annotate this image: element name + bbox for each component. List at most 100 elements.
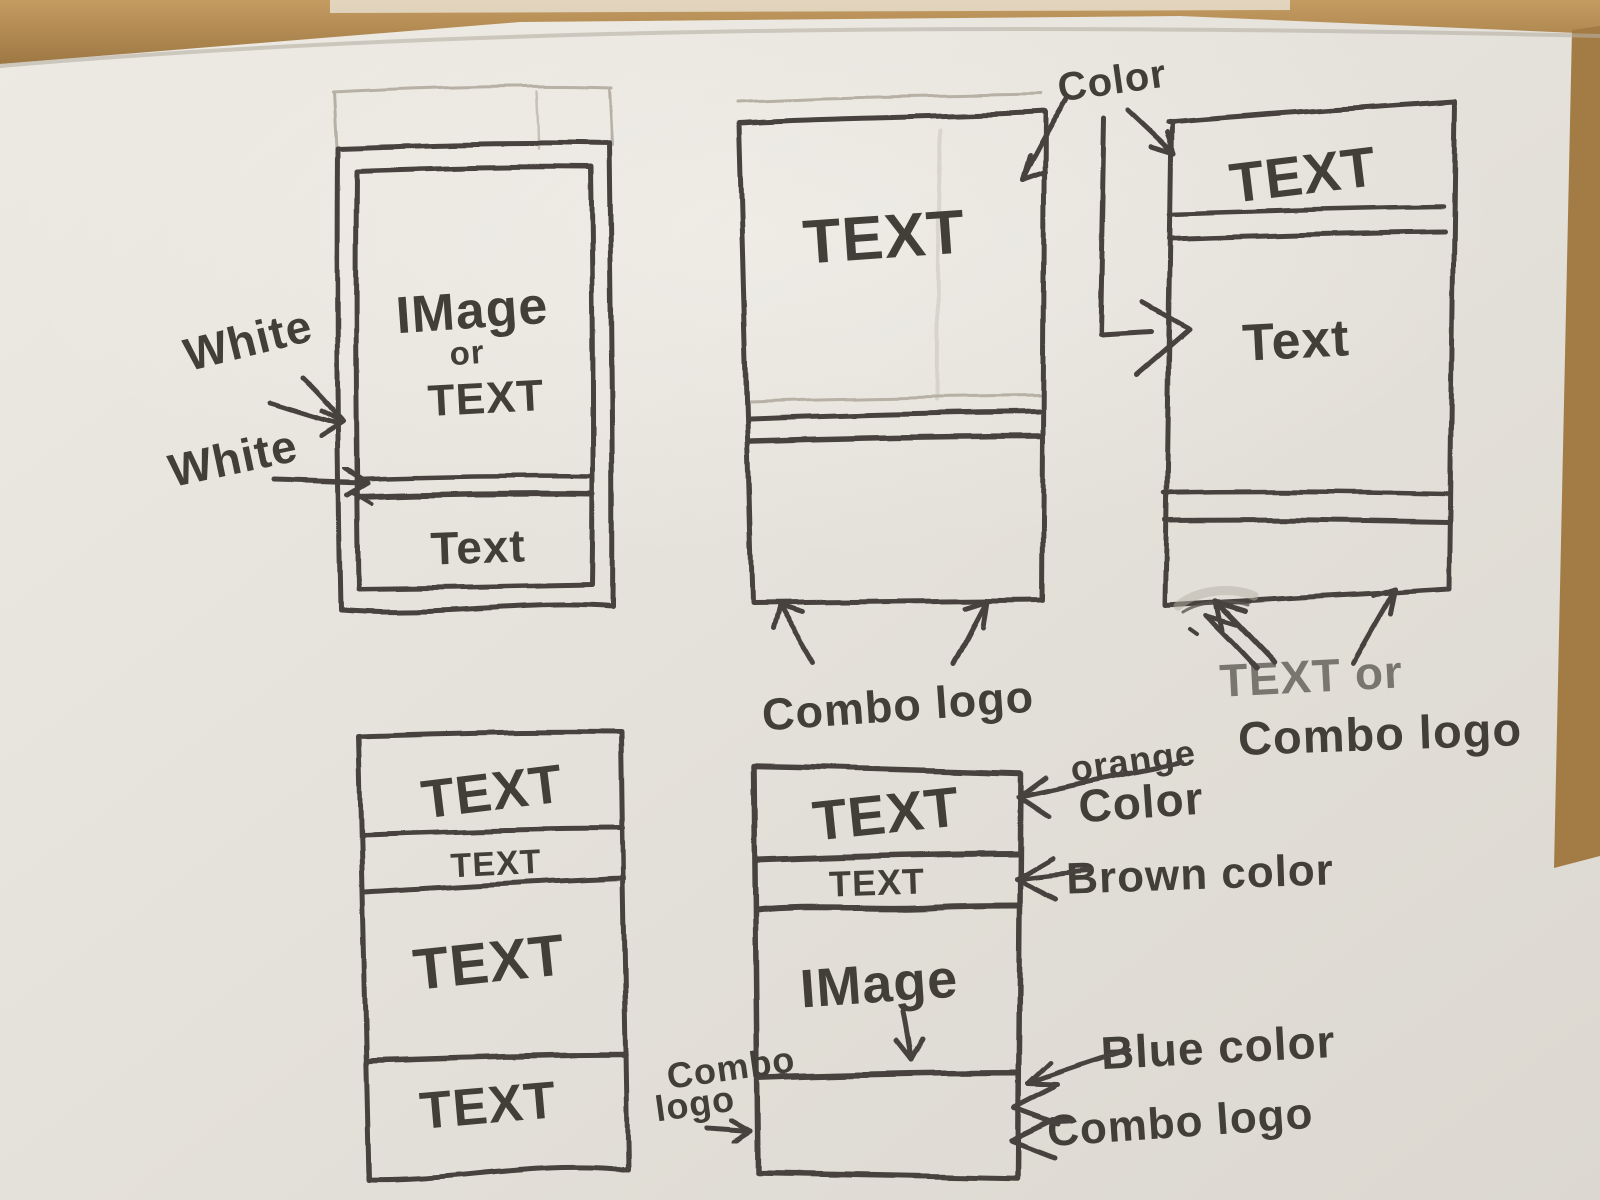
bottom-middle-body-label: IMage bbox=[798, 949, 960, 1020]
color-bracket-chevron bbox=[1134, 300, 1192, 377]
white-lower-arrowhead-a bbox=[343, 466, 371, 486]
bottom-middle-band-line-1 bbox=[753, 851, 1023, 863]
combo-bl-arrowhead-a bbox=[728, 1117, 753, 1134]
combo-tr-left-arrowhead-c bbox=[1203, 613, 1239, 628]
faint-line-top-left-v2 bbox=[607, 85, 614, 148]
annotation-blue-color: Blue color bbox=[1025, 1015, 1337, 1088]
white-upper-arrow-tail bbox=[267, 400, 339, 426]
wireframe-top-left-labels: IMage or TEXT Text bbox=[394, 277, 550, 575]
desk-edge-top bbox=[0, 0, 1600, 64]
faint-line-top-left bbox=[331, 84, 613, 94]
annotation-brown-color: Brown color bbox=[1014, 845, 1335, 904]
white-lower-arrow-tail bbox=[270, 477, 367, 486]
combo-tm-left-arrow-tail bbox=[776, 602, 816, 666]
desk-edge-highlight bbox=[330, 0, 1290, 13]
paper-top-crease bbox=[0, 26, 1600, 68]
combo-tm-right-arrowhead-b bbox=[980, 598, 990, 630]
top-middle-band-line-2 bbox=[748, 433, 1045, 444]
combo-tr-right-arrowhead-b bbox=[1387, 586, 1398, 617]
combo-tr-left-arrow-tail-1 bbox=[1213, 599, 1277, 665]
top-right-body-label: Text bbox=[1241, 309, 1351, 373]
wireframe-bottom-left-labels: TEXT TEXT TEXT TEXT bbox=[410, 754, 568, 1141]
bottom-middle-frame bbox=[751, 763, 1024, 1181]
brown-arrowhead-b bbox=[1014, 876, 1059, 902]
bottom-middle-band-line-3 bbox=[755, 1070, 1021, 1081]
wireframe-top-right-labels: TEXT Text bbox=[1226, 134, 1380, 372]
combo-tr-left-arrowhead-a bbox=[1213, 599, 1225, 633]
faint-bleed-vertical bbox=[935, 128, 943, 402]
color-arrow-to-middle-head-a bbox=[1019, 154, 1032, 184]
blue-arrow-tail bbox=[1025, 1047, 1131, 1087]
combo-tm-left-arrowhead-b bbox=[776, 602, 804, 615]
bottom-middle-subheader-label: TEXT bbox=[828, 860, 925, 904]
top-right-frame bbox=[1162, 98, 1458, 609]
bottom-left-band-line-2 bbox=[361, 875, 627, 895]
top-left-content-line2: or bbox=[448, 333, 485, 372]
combo-tm-left-arrowhead-a bbox=[770, 602, 782, 632]
top-left-footer-label: Text bbox=[430, 519, 527, 574]
ghost-bleed-text: TEXT or bbox=[1218, 645, 1404, 707]
top-left-divider-line-1 bbox=[355, 473, 595, 482]
wireframe-top-right-frame bbox=[1161, 98, 1458, 609]
bottom-left-frame bbox=[356, 729, 631, 1183]
bottom-left-band2-label: TEXT bbox=[450, 843, 543, 886]
combo-logo-top-right-label: Combo logo bbox=[1237, 702, 1523, 765]
top-left-content-line3: TEXT bbox=[427, 371, 546, 426]
faint-line-top-left-v1 bbox=[332, 90, 339, 150]
combo-bl-arrowhead-b bbox=[730, 1128, 753, 1145]
top-right-band-line-2 bbox=[1167, 229, 1447, 242]
white-upper-arrowhead-b bbox=[319, 419, 347, 439]
bottom-left-band-line-1 bbox=[359, 826, 626, 838]
bottom-middle-band-line-2 bbox=[754, 903, 1023, 914]
combo-tr-left-arrow-tail-2 bbox=[1203, 613, 1259, 671]
white-upper-arrowhead-a bbox=[318, 407, 347, 425]
combo-tm-right-arrowhead-a bbox=[962, 598, 990, 611]
desk-edge-right bbox=[1554, 26, 1600, 868]
scribble-dot bbox=[1188, 627, 1199, 636]
combo-br-chevron-1 bbox=[1011, 1084, 1061, 1127]
faint-sketch-marks bbox=[331, 84, 1043, 404]
brown-arrowhead-a bbox=[1014, 855, 1056, 882]
paper-light-sheen bbox=[0, 0, 1510, 560]
annotation-combo-logo-top-right: Combo logo bbox=[1203, 586, 1523, 765]
image-down-arrowhead-a bbox=[893, 1038, 914, 1063]
orange-arrowhead-a bbox=[1016, 774, 1049, 800]
top-middle-band-line-1 bbox=[747, 409, 1045, 422]
wireframe-bottom-left-frame bbox=[356, 729, 631, 1183]
wireframe-top-middle-frame bbox=[736, 109, 1048, 606]
orange-arrow-tail bbox=[1016, 759, 1184, 800]
image-down-arrowhead-b bbox=[908, 1036, 926, 1063]
blue-color-label: Blue color bbox=[1099, 1015, 1336, 1079]
combo-tr-left-arrowhead-b bbox=[1213, 599, 1248, 614]
top-left-content-line1: IMage bbox=[394, 277, 550, 345]
bottom-left-band3-label: TEXT bbox=[410, 922, 568, 1003]
faint-line-top-middle bbox=[736, 92, 1043, 104]
top-left-divider-line-2 bbox=[356, 490, 596, 500]
orange-arrowhead-b bbox=[1016, 794, 1052, 820]
brown-arrow-tail bbox=[1014, 868, 1092, 882]
top-right-band-line-3 bbox=[1161, 489, 1451, 497]
combo-br-tail bbox=[1050, 1118, 1076, 1125]
top-right-band-line-1 bbox=[1167, 204, 1446, 217]
scribble-smudge bbox=[1173, 586, 1259, 611]
top-left-inner-frame bbox=[354, 164, 596, 592]
top-right-band-line-4 bbox=[1162, 517, 1451, 525]
brown-color-label: Brown color bbox=[1065, 845, 1334, 903]
wireframe-bottom-middle-frame bbox=[751, 763, 1024, 1181]
color-arrow-to-middle-head-b bbox=[1019, 170, 1048, 184]
top-middle-body-label: TEXT bbox=[801, 197, 968, 277]
color-bracket-line bbox=[1097, 115, 1155, 337]
white-lower-arrow-tick bbox=[350, 490, 374, 506]
wireframe-bottom-middle-labels: TEXT TEXT IMage bbox=[798, 774, 962, 1019]
blue-arrowhead-b bbox=[1025, 1081, 1061, 1088]
blue-arrowhead-a bbox=[1025, 1060, 1053, 1087]
bottom-left-band4-label: TEXT bbox=[418, 1071, 559, 1141]
combo-br-chevron-2 bbox=[1008, 1117, 1058, 1160]
bottom-left-band-line-3 bbox=[364, 1052, 629, 1064]
top-middle-frame bbox=[736, 109, 1048, 606]
faint-line-inside-top-middle bbox=[747, 394, 1043, 404]
combo-tr-right-arrowhead-a bbox=[1369, 586, 1398, 599]
combo-tr-right-arrow-tail bbox=[1350, 586, 1398, 665]
